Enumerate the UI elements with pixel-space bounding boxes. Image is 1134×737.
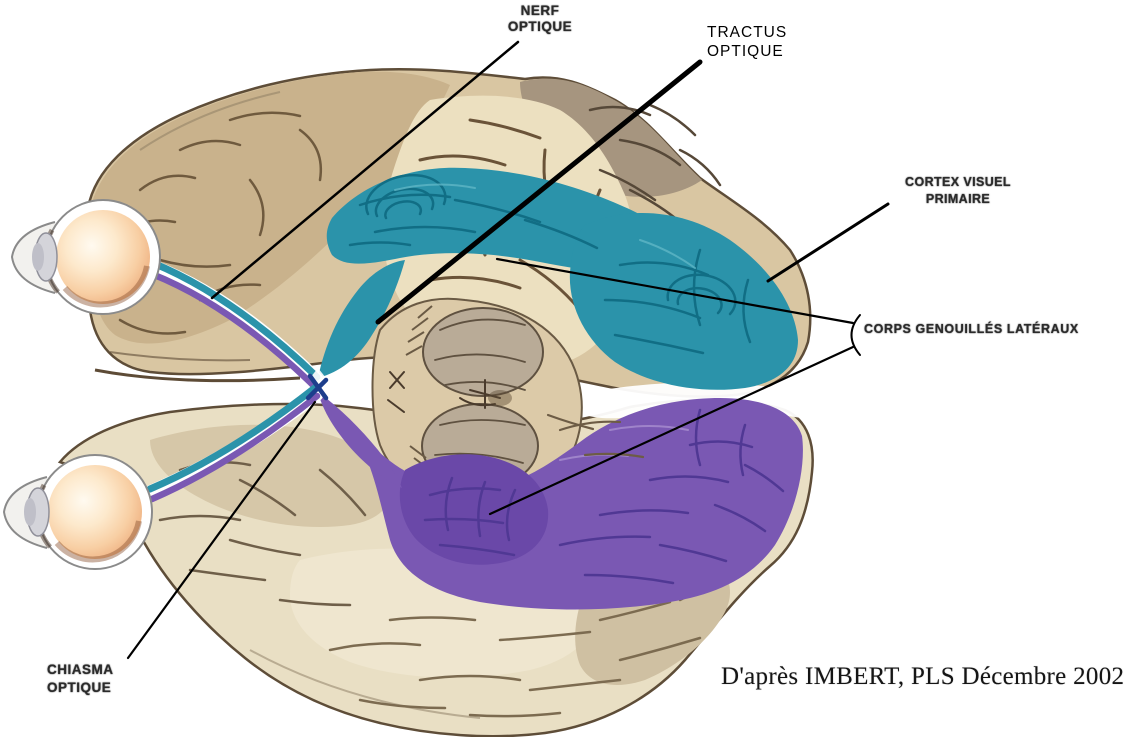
leader-corps-lower xyxy=(488,345,855,516)
optic-nerve-upper-teal xyxy=(149,259,321,381)
leader-nerf-optique xyxy=(210,40,520,300)
leader-chiasma-optique xyxy=(126,400,317,660)
eye-lower xyxy=(4,455,152,569)
leader-lines xyxy=(126,40,890,660)
optic-tract-teal xyxy=(318,260,405,378)
region-visual-pathway-teal xyxy=(318,167,798,390)
optic-nerves xyxy=(144,259,329,503)
label-nerf-optique: NERF OPTIQUE xyxy=(507,3,573,34)
label-corps-genouilles-lateraux: CORPS GENOUILLÉS LATÉRAUX xyxy=(864,322,1079,336)
leader-cortex-visuel xyxy=(766,202,890,283)
optic-nerve-upper-purple xyxy=(148,270,318,390)
lateral-geniculate-purple xyxy=(399,454,549,565)
leader-corps-upper xyxy=(495,257,855,325)
attribution-text: D'après IMBERT, PLS Décembre 2002 xyxy=(721,663,1125,690)
label-tractus-optique: TRACTUS OPTIQUE xyxy=(707,24,788,60)
eye-upper xyxy=(12,200,160,314)
corps-bracket xyxy=(850,314,861,356)
leader-tractus-optique xyxy=(375,59,703,325)
label-cortex-visuel-primaire: CORTEX VISUEL PRIMAIRE xyxy=(905,175,1011,206)
optic-nerve-lower-teal xyxy=(146,383,320,493)
region-visual-pathway-purple xyxy=(318,392,803,610)
inner-gyri-near-midline xyxy=(546,413,645,459)
optic-tract-purple xyxy=(318,392,402,488)
label-chiasma-optique: CHIASMA OPTIQUE xyxy=(47,662,114,695)
optic-nerve-lower-purple xyxy=(148,392,321,503)
midbrain-brainstem xyxy=(371,297,583,508)
visual-cortex-teal xyxy=(569,213,798,390)
